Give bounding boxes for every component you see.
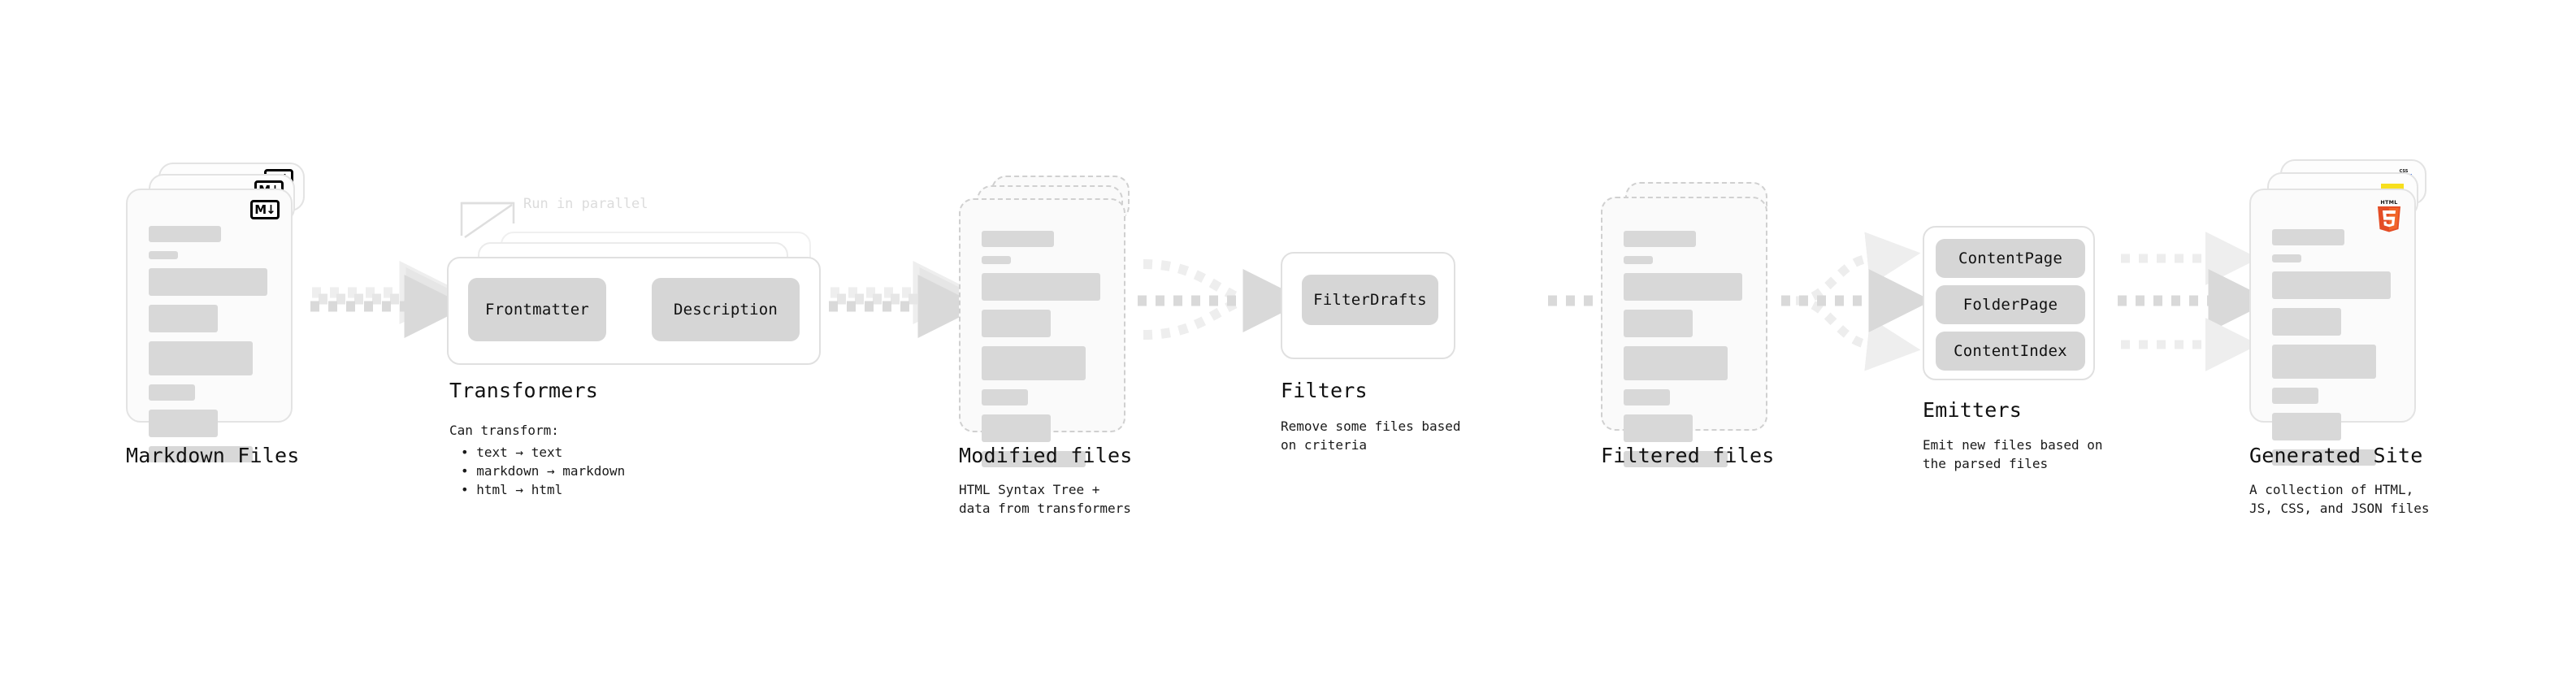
filters-subtitle: Remove some files based on criteria [1281, 419, 1461, 453]
emitter-node-contentindex[interactable]: ContentIndex [1936, 332, 2085, 371]
stage-title-filters: Filters [1281, 379, 1368, 402]
stage-title-filtered-files: Filtered files [1601, 444, 1775, 467]
arrow-filtered-to-emitters [1781, 232, 1932, 371]
arrow-markdown-to-transformers [310, 261, 470, 338]
skeleton-bars [1624, 231, 1745, 476]
stage-title-emitters: Emitters [1923, 398, 2023, 422]
emitter-node-label: FolderPage [1962, 296, 2058, 314]
filtered-card-front[interactable] [1601, 197, 1767, 467]
run-in-parallel-label: Run in parallel [523, 196, 648, 212]
generated-site-subtitle: A collection of HTML, JS, CSS, and JSON … [2249, 482, 2430, 517]
stage-title-transformers: Transformers [449, 379, 599, 402]
transformer-node-description[interactable]: Description [652, 278, 800, 341]
filters-box[interactable]: FilterDrafts [1281, 252, 1455, 359]
arrow-emitters-to-site [2118, 232, 2272, 371]
transformers-subtitle: Can transform: [449, 423, 559, 438]
modified-card-front[interactable] [959, 198, 1125, 467]
list-item: • html → html [461, 482, 563, 498]
transformer-node-label: Frontmatter [484, 301, 590, 319]
emitter-node-label: ContentPage [1958, 249, 2063, 267]
html5-icon: HTML [2378, 199, 2400, 232]
svg-text:CSS: CSS [2400, 169, 2409, 174]
stage-title-modified-files: Modified files [959, 444, 1133, 467]
list-item: • text → text [461, 445, 563, 460]
transformers-bullet-list: • text → text • markdown → markdown • ht… [461, 443, 625, 500]
list-item: • markdown → markdown [461, 463, 626, 479]
modified-files-stack [959, 176, 1146, 467]
skeleton-bars [982, 231, 1103, 476]
generated-site-stack: CSS HTML [2249, 159, 2452, 466]
emitters-box[interactable]: ContentPage FolderPage ContentIndex [1923, 226, 2095, 380]
filter-node-label: FilterDrafts [1313, 291, 1427, 309]
emitter-node-label: ContentIndex [1954, 342, 2067, 360]
markdown-files-stack: M↓ M↓ M↓ [126, 163, 313, 462]
transformer-node-label: Description [673, 301, 778, 319]
emitters-subtitle: Emit new files based on the parsed files [1923, 437, 2103, 472]
filtered-files-stack [1601, 182, 1788, 467]
modified-files-subtitle: HTML Syntax Tree + data from transformer… [959, 482, 1131, 517]
arrow-modified-to-filters [1138, 259, 1307, 340]
emitter-node-folderpage[interactable]: FolderPage [1936, 285, 2085, 324]
arrow-transformers-to-modified [829, 261, 983, 338]
markdown-card-front[interactable]: M↓ [126, 189, 293, 462]
transformer-node-frontmatter[interactable]: Frontmatter [468, 278, 606, 341]
markdown-icon: M↓ [250, 200, 280, 219]
skeleton-bars [149, 226, 270, 471]
filter-node-filterdrafts[interactable]: FilterDrafts [1302, 275, 1438, 325]
stage-title-generated-site: Generated Site [2249, 444, 2423, 467]
generated-card-html[interactable]: HTML [2249, 189, 2416, 466]
transformer-box-front[interactable]: Frontmatter Description [447, 257, 821, 365]
emitter-node-contentpage[interactable]: ContentPage [1936, 239, 2085, 278]
transformers-group: Frontmatter Description [447, 195, 837, 366]
skeleton-bars [2272, 229, 2393, 475]
stage-title-markdown-files: Markdown Files [126, 444, 300, 467]
svg-text:HTML: HTML [2380, 199, 2397, 206]
